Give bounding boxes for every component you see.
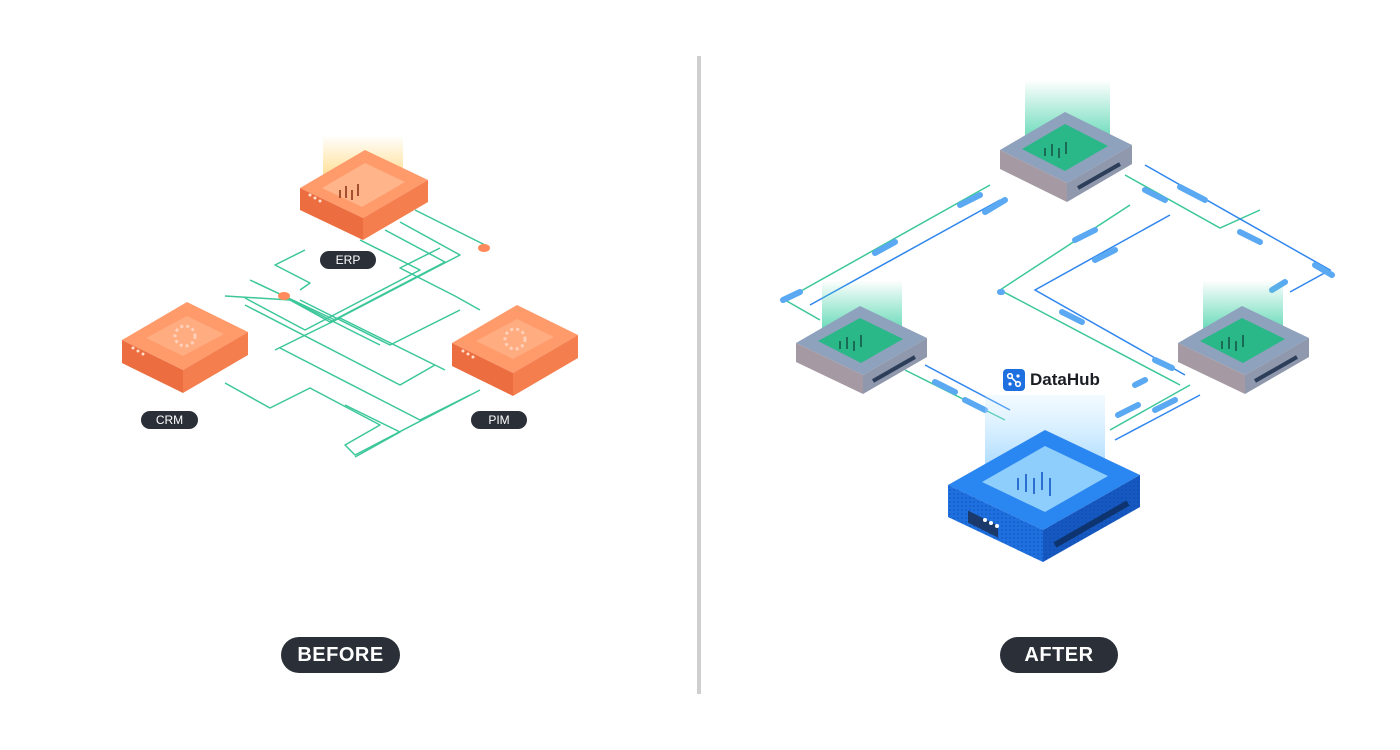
crm-device xyxy=(122,302,248,393)
crm-label: CRM xyxy=(141,411,198,429)
erp-label: ERP xyxy=(320,251,376,269)
right-system-device xyxy=(1178,280,1309,394)
before-panel: ERP CRM PIM BEFORE xyxy=(122,135,578,673)
before-diagram xyxy=(122,135,578,458)
datahub-device xyxy=(948,395,1140,562)
connection-node xyxy=(278,292,290,300)
data-pulses xyxy=(780,184,1335,418)
top-system-device xyxy=(1000,80,1132,202)
datahub-logo-icon xyxy=(1003,369,1025,391)
pim-device xyxy=(452,305,578,396)
erp-device xyxy=(300,135,428,240)
datahub-brand-name: DataHub xyxy=(1030,370,1100,389)
connection-node xyxy=(478,244,490,252)
pim-label: PIM xyxy=(471,411,527,429)
tangled-wires xyxy=(224,209,486,458)
after-panel: DataHub AFTER xyxy=(700,0,1400,750)
before-label: BEFORE xyxy=(281,637,400,673)
after-diagram xyxy=(780,80,1335,562)
after-label: AFTER xyxy=(1000,637,1118,673)
datahub-brand: DataHub xyxy=(1003,369,1100,391)
left-system-device xyxy=(796,280,927,394)
panel-divider xyxy=(697,56,701,694)
